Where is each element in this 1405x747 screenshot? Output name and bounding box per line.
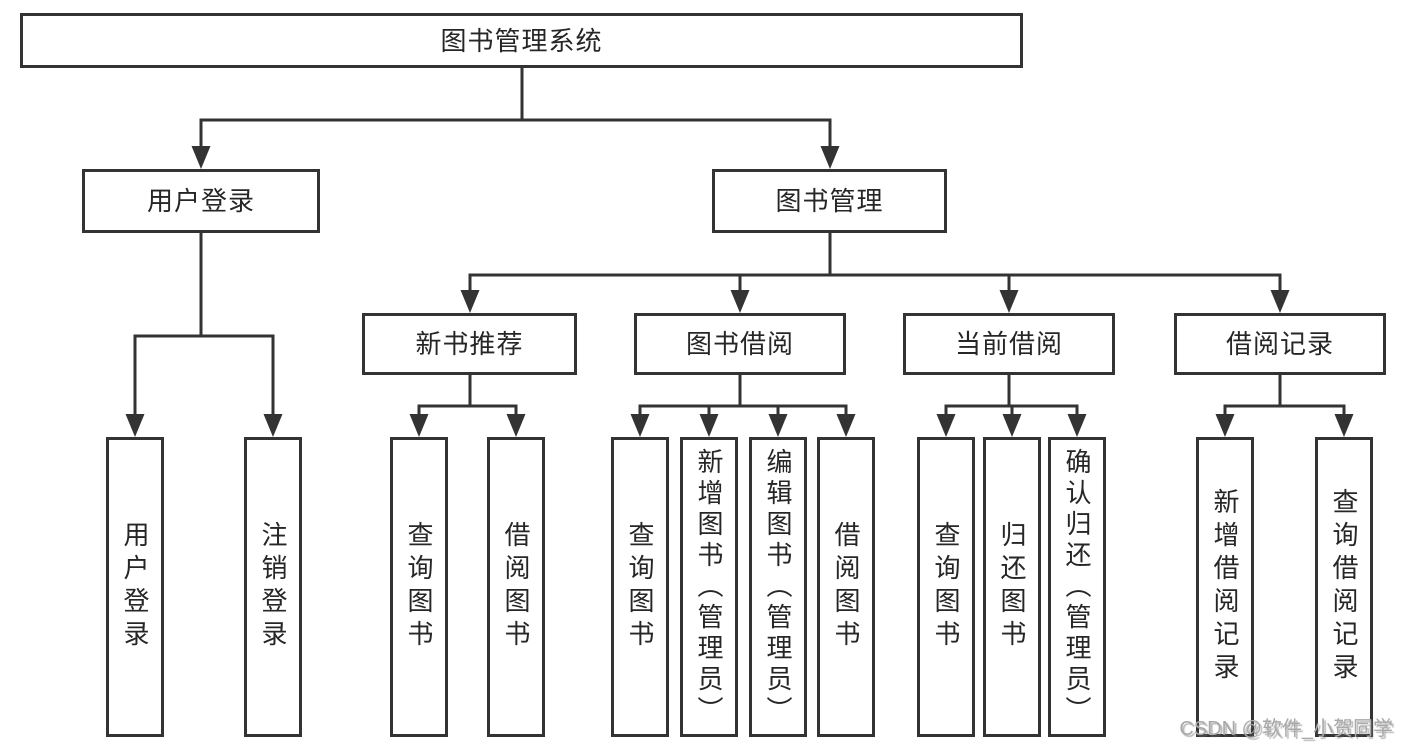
node-label: 借阅图书 [501,521,531,653]
node-logout: 注销登录 [244,437,302,737]
node-label: 查询借阅记录 [1329,488,1359,686]
node-label: 归还图书 [997,521,1027,653]
node-book-borrow: 图书借阅 [634,313,846,375]
node-label: 新增图书（管理员） [694,447,724,727]
node-label: 确认归还（管理员） [1062,447,1092,727]
node-book-management: 图书管理 [712,169,947,233]
node-label: 查询图书 [625,521,655,653]
node-library-management-system: 图书管理系统 [20,13,1023,68]
node-label: 编辑图书（管理员） [763,447,793,727]
node-label: 注销登录 [258,521,288,653]
node-search-books-recommend: 查询图书 [390,437,448,737]
node-add-books-admin: 新增图书（管理员） [680,437,738,737]
node-borrow-books-recommend: 借阅图书 [487,437,545,737]
arrowheads [125,146,1354,437]
node-label: 借阅记录 [1225,329,1334,359]
node-label: 图书借阅 [685,329,794,359]
node-label: 图书管理系统 [440,25,603,56]
node-label: 用户登录 [146,186,255,216]
node-user-login: 用户登录 [82,169,320,233]
node-label: 用户登录 [120,521,150,653]
node-user-login-leaf: 用户登录 [106,437,164,737]
csdn-watermark: CSDN @软件_小贺同学 [1179,718,1393,740]
node-label: 查询图书 [931,521,961,653]
node-new-book-recommend: 新书推荐 [362,313,577,375]
node-label: 图书管理 [775,186,884,216]
node-label: 查询图书 [404,521,434,653]
node-label: 新增借阅记录 [1210,488,1240,686]
node-current-borrow: 当前借阅 [903,313,1115,375]
node-label: 当前借阅 [954,329,1063,359]
node-return-books: 归还图书 [983,437,1041,737]
node-search-borrow-record: 查询借阅记录 [1315,437,1373,737]
node-label: 新书推荐 [415,329,524,359]
node-label: 借阅图书 [831,521,861,653]
node-edit-books-admin: 编辑图书（管理员） [749,437,807,737]
node-confirm-return-admin: 确认归还（管理员） [1048,437,1106,737]
node-borrow-books-leaf: 借阅图书 [817,437,875,737]
node-borrow-records: 借阅记录 [1174,313,1386,375]
node-search-books-current: 查询图书 [917,437,975,737]
node-search-books-borrow: 查询图书 [611,437,669,737]
node-add-borrow-record: 新增借阅记录 [1196,437,1254,737]
